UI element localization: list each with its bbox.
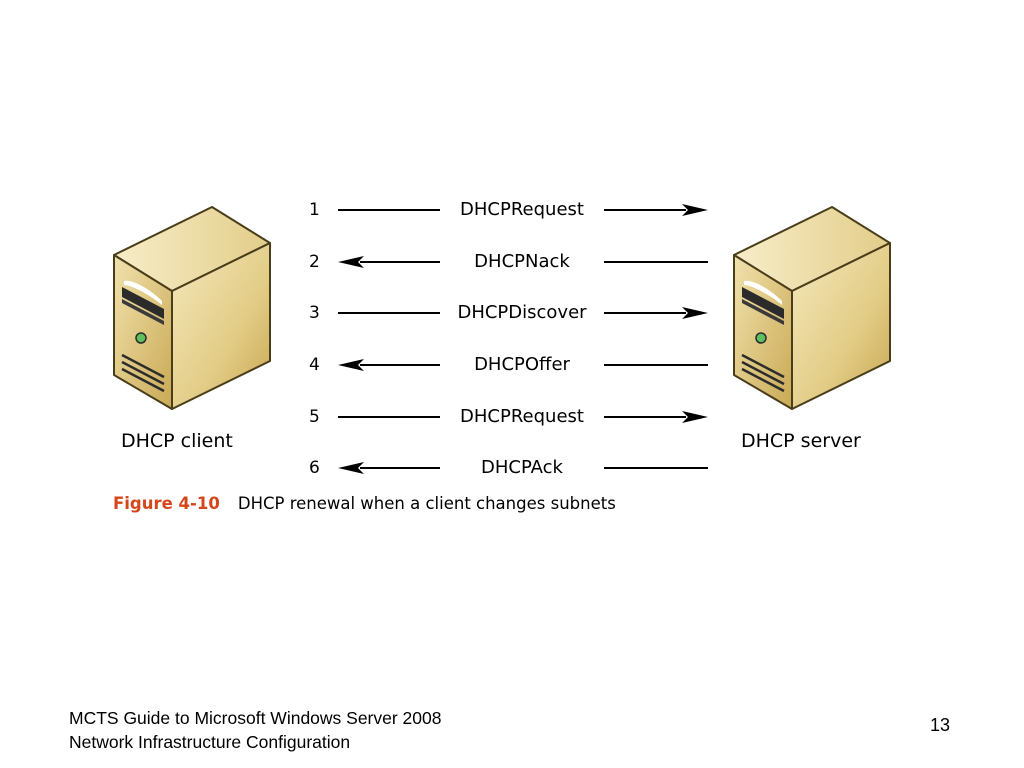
figure-caption-text: DHCP renewal when a client changes subne… [237,494,616,513]
step-number: 6 [309,458,320,478]
step-number: 3 [309,303,320,323]
message-step: 5 DHCPRequest [300,407,720,437]
dhcp-server-computer-icon [733,206,891,410]
step-message: DHCPAck [440,458,604,478]
message-step: 1 DHCPRequest [300,200,720,230]
dhcp-client-computer-icon [113,206,271,410]
message-step: 6 DHCPAck [300,458,720,488]
step-message: DHCPDiscover [440,303,604,323]
step-number: 4 [309,355,320,375]
step-message: DHCPRequest [440,407,604,427]
dhcp-server-label: DHCP server [741,430,861,452]
figure-caption: Figure 4-10 DHCP renewal when a client ch… [113,494,616,513]
dhcp-client-label: DHCP client [121,430,233,452]
step-number: 1 [309,200,320,220]
message-step: 4 DHCPOffer [300,355,720,385]
slide-footer: MCTS Guide to Microsoft Windows Server 2… [69,706,442,754]
step-number: 5 [309,407,320,427]
message-step: 2 DHCPNack [300,252,720,282]
footer-title-line-1: MCTS Guide to Microsoft Windows Server 2… [69,708,442,728]
step-message: DHCPNack [440,252,604,272]
page-number: 13 [930,715,951,735]
message-step: 3 DHCPDiscover [300,303,720,333]
figure-number: Figure 4-10 [113,494,220,513]
step-message: DHCPOffer [440,355,604,375]
step-message: DHCPRequest [440,200,604,220]
step-number: 2 [309,252,320,272]
footer-title-line-2: Network Infrastructure Configuration [69,732,351,752]
